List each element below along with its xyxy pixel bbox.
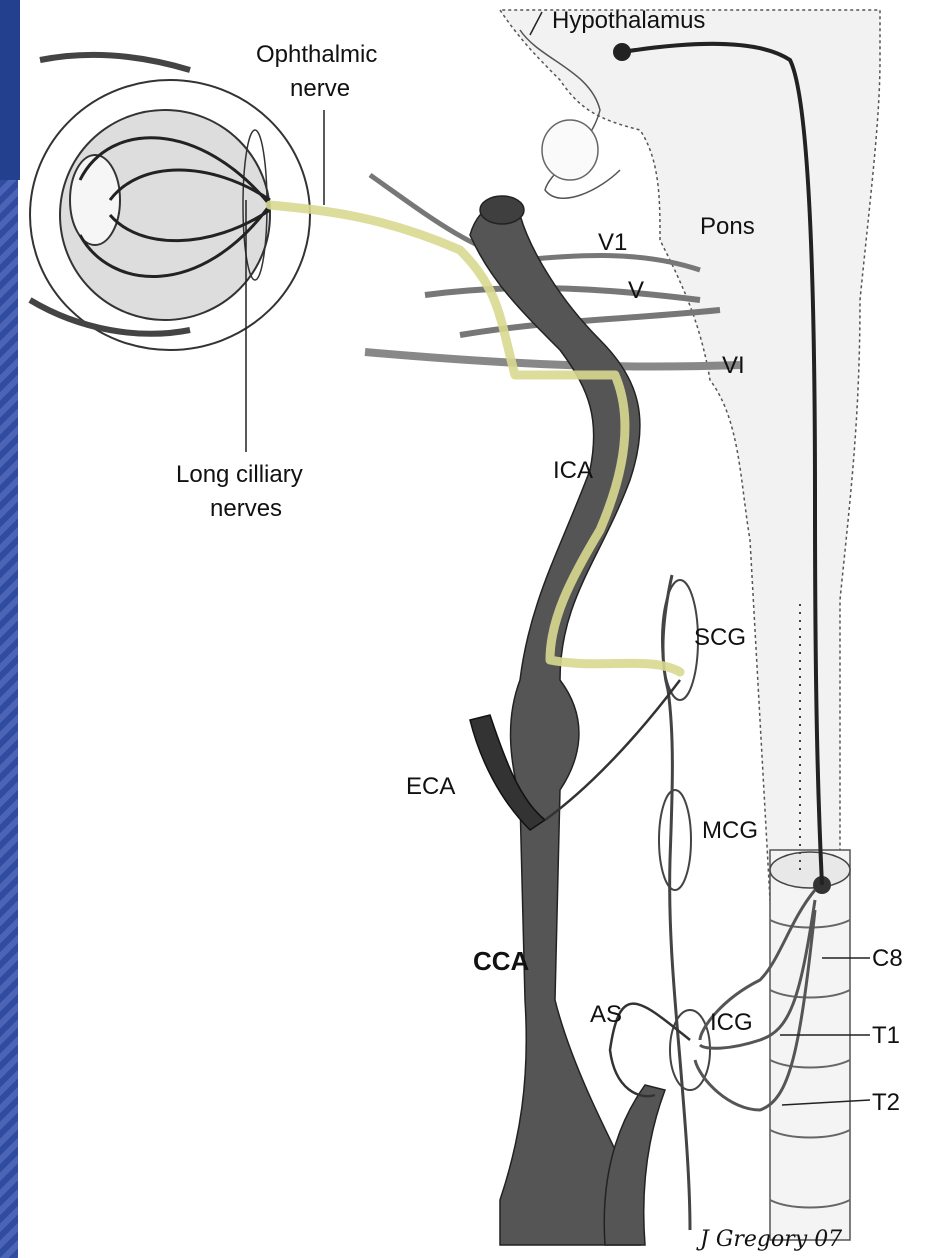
label-long-ciliary-line1: Long cilliary — [176, 461, 303, 488]
spinal-cord — [770, 850, 850, 1240]
label-as: AS — [590, 1001, 622, 1028]
label-ophthalmic-nerve-line2: nerve — [290, 75, 350, 102]
mcg-ganglion — [659, 790, 691, 890]
label-eca: ECA — [406, 773, 455, 800]
spinal-column — [695, 850, 850, 1240]
hypothalamus-nucleus — [613, 43, 631, 61]
label-icg: ICG — [710, 1009, 753, 1036]
label-t1: T1 — [872, 1022, 900, 1049]
label-t2: T2 — [872, 1089, 900, 1116]
label-cca: CCA — [473, 946, 530, 976]
label-scg: SCG — [694, 624, 746, 651]
label-ica: ICA — [553, 457, 593, 484]
ica-top-lumen — [480, 196, 524, 224]
label-mcg: MCG — [702, 817, 758, 844]
label-c8: C8 — [872, 945, 903, 972]
label-ophthalmic-nerve-line1: Ophthalmic — [256, 41, 377, 68]
cord-cross-section — [770, 852, 850, 888]
subclavian-branch — [604, 1085, 665, 1245]
pituitary-outline — [542, 120, 598, 180]
label-long-ciliary-line2: nerves — [210, 495, 282, 522]
cornea — [70, 155, 120, 245]
label-v: V — [628, 277, 644, 304]
label-hypothalamus: Hypothalamus — [552, 7, 705, 34]
nerve-vi — [365, 352, 740, 367]
label-pons: Pons — [700, 213, 755, 240]
author-signature: J Gregory 07 — [696, 1227, 842, 1252]
label-vi: VI — [722, 352, 745, 379]
carotid-arteries — [470, 196, 665, 1245]
label-v1: V1 — [598, 229, 627, 256]
